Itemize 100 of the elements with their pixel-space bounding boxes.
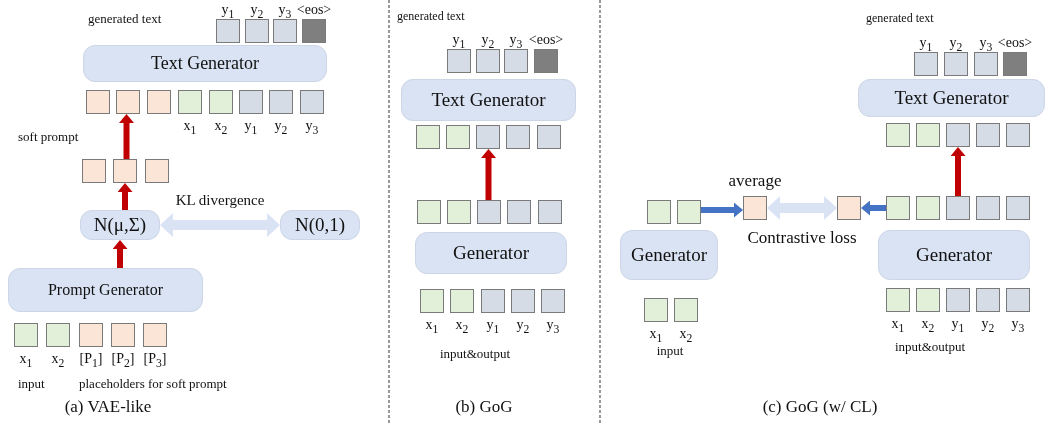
token-square [82,159,106,183]
model-box [415,232,567,274]
token-label: y$_{3}$ [546,317,560,337]
token-square [647,200,671,224]
model-name: Generator [631,244,707,266]
token-label: y$_{1}$ [244,118,258,138]
token-label: y$_{1}$ [221,2,235,22]
token-square [974,52,998,76]
model-name: Generator [453,242,529,264]
token-label: y$_{3}$ [979,35,993,55]
token-label: y$_{2}$ [250,2,264,22]
token-square [504,49,528,73]
arrow [117,183,133,210]
token-label: y$_{2}$ [516,317,530,337]
token-square [476,125,500,149]
token-square [946,288,970,312]
token-square [143,323,167,347]
model-name: Text Generator [894,87,1009,109]
token-square [743,196,767,220]
model-name: Text Generator [150,53,260,74]
token-label: y$_{2}$ [481,32,495,52]
token-label: x$_{2}$ [214,118,228,138]
edge-label: KL divergence [175,192,265,209]
token-square [916,196,940,220]
token-square [886,196,910,220]
token-label: y$_{2}$ [981,316,995,336]
token-label: x$_{2}$ [455,317,469,337]
annotation-text: generated text [866,12,934,26]
double-arrow [767,196,837,220]
model-box [620,230,718,280]
token-square [677,200,701,224]
token-square [113,159,137,183]
token-square [476,49,500,73]
annotation-text: generated text [88,12,162,27]
token-square [446,125,470,149]
model-box [878,230,1030,280]
token-square [14,323,38,347]
token-square [178,90,202,114]
token-label: x$_{1}$ [649,326,663,346]
token-square [1003,52,1027,76]
token-square [914,52,938,76]
annotation-text: input&output [440,347,511,362]
token-square [541,289,565,313]
token-square [944,52,968,76]
token-square [111,323,135,347]
token-label: x$_{2}$ [921,316,935,336]
token-square [450,289,474,313]
model-box [80,210,160,240]
token-square [86,90,110,114]
arrow [481,149,496,200]
token-square [886,123,910,147]
token-label: x$_{1}$ [19,351,33,371]
token-square [976,288,1000,312]
token-square [302,19,326,43]
token-label: y$_{3}$ [278,2,292,22]
token-square [538,200,562,224]
token-label: y$_{3}$ [509,32,523,52]
token-label: y$_{2}$ [274,118,288,138]
token-square [245,19,269,43]
token-square [273,19,297,43]
token-label: y$_{3}$ [305,118,319,138]
token-square [506,125,530,149]
model-box [83,45,327,82]
model-name: N(μ,Σ) [93,214,147,236]
token-square [417,200,441,224]
token-square [507,200,531,224]
token-square [1006,196,1030,220]
token-square [976,123,1000,147]
token-label: x$_{1}$ [425,317,439,337]
panel-caption: (c) GoG (w/ CL) [762,398,878,417]
token-label: x$_{2}$ [679,326,693,346]
model-name: N(0,1) [294,214,346,236]
model-name: Generator [916,244,992,266]
arrow [119,114,134,159]
annotation-text: input [18,377,45,392]
token-square [420,289,444,313]
token-square [481,289,505,313]
token-square [886,288,910,312]
token-square [674,298,698,322]
token-square [946,123,970,147]
token-label: [P$_{1}$] [79,351,103,371]
token-label: x$_{2}$ [51,351,65,371]
model-box [280,210,360,240]
model-name: Prompt Generator [47,281,164,299]
model-name: Text Generator [431,89,546,111]
token-label: x$_{1}$ [183,118,197,138]
arrow [701,202,743,218]
token-label: [P$_{3}$] [143,351,167,371]
token-square [1006,288,1030,312]
token-square [976,196,1000,220]
token-square [209,90,233,114]
model-box [8,268,203,312]
token-square [1006,123,1030,147]
model-box [401,79,576,121]
edge-label: Contrastive loss [747,229,857,248]
panel-caption: (b) GoG [455,398,513,417]
token-square [946,196,970,220]
annotation-text: generated text [397,10,465,24]
token-square [300,90,324,114]
annotation-text: placeholders for soft prompt [79,377,227,392]
